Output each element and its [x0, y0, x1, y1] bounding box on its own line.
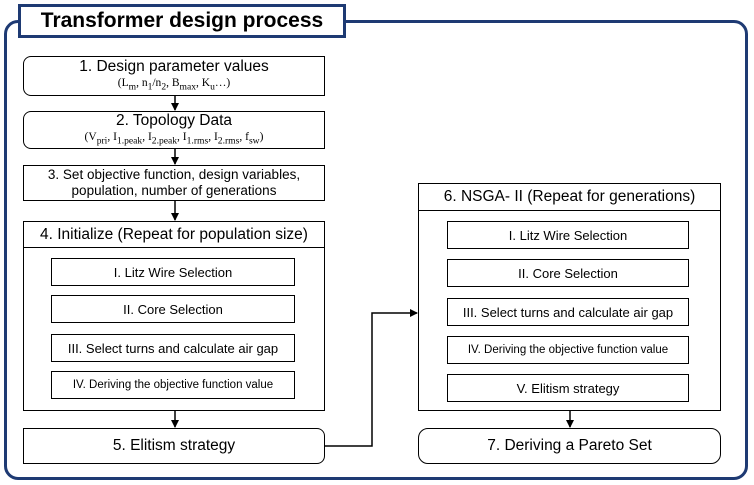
- step-4-header: 4. Initialize (Repeat for population siz…: [24, 222, 324, 248]
- step-4-item-1: I. Litz Wire Selection: [51, 258, 295, 286]
- step-5-label: 5. Elitism strategy: [112, 437, 236, 454]
- step-4-item-4: IV. Deriving the objective function valu…: [51, 371, 295, 399]
- step-4-item-2: II. Core Selection: [51, 295, 295, 323]
- step-4-item-3: III. Select turns and calculate air gap: [51, 334, 295, 362]
- step-5-box: 5. Elitism strategy: [23, 428, 325, 464]
- diagram-title: Transformer design process: [18, 4, 346, 38]
- step-7-box: 7. Deriving a Pareto Set: [418, 428, 721, 464]
- step-6-item-5: V. Elitism strategy: [447, 374, 689, 402]
- step-2-params: (Vpri, I1.peak, I2.peak, I1.rms, I2.rms,…: [84, 130, 264, 147]
- step-1-label: 1. Design parameter values: [79, 57, 269, 75]
- step-3-line-1: 3. Set objective function, design variab…: [47, 167, 301, 182]
- step-7-label: 7. Deriving a Pareto Set: [487, 437, 652, 454]
- step-2-box: 2. Topology Data (Vpri, I1.peak, I2.peak…: [23, 111, 325, 149]
- process-frame: [4, 20, 748, 480]
- step-3-line-2: population, number of generations: [71, 183, 277, 198]
- step-6-item-2: II. Core Selection: [447, 259, 689, 287]
- arrow-5-6: [325, 309, 418, 447]
- step-6-item-1: I. Litz Wire Selection: [447, 221, 689, 249]
- step-3-box: 3. Set objective function, design variab…: [23, 165, 325, 201]
- step-6-item-3: III. Select turns and calculate air gap: [447, 298, 689, 326]
- step-2-label: 2. Topology Data: [115, 111, 233, 129]
- step-6-container: 6. NSGA- II (Repeat for generations) I. …: [418, 183, 721, 411]
- step-1-params: (Lm, n1/n2, Bmax, Ku…): [117, 76, 231, 93]
- step-1-box: 1. Design parameter values (Lm, n1/n2, B…: [23, 56, 325, 96]
- step-6-item-4: IV. Deriving the objective function valu…: [447, 336, 689, 364]
- step-4-container: 4. Initialize (Repeat for population siz…: [23, 221, 325, 411]
- step-6-header: 6. NSGA- II (Repeat for generations): [419, 184, 720, 211]
